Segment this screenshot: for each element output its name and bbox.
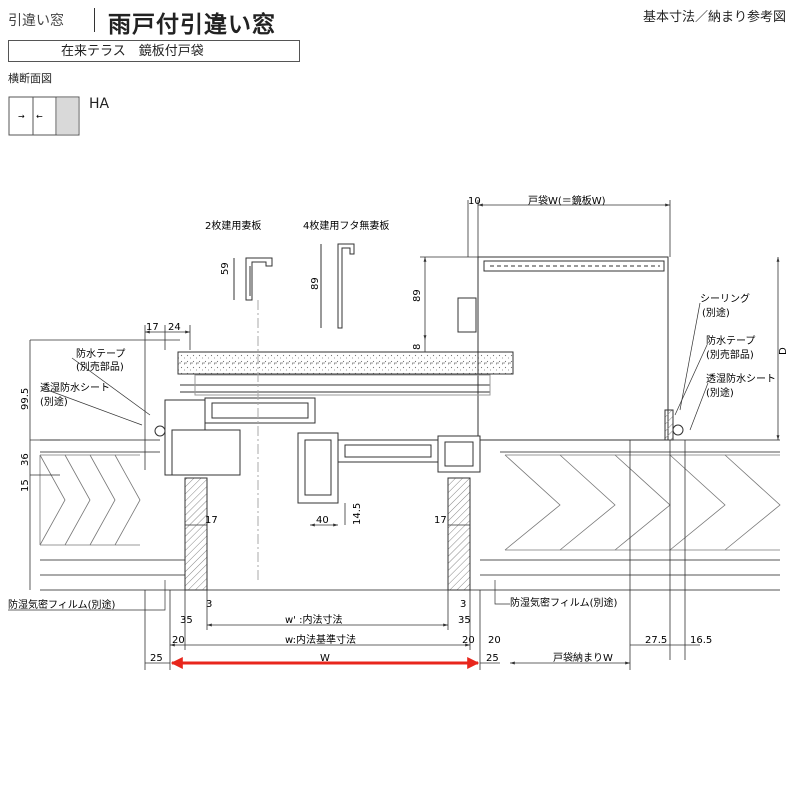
dim-14-5: 14.5 xyxy=(352,503,363,525)
callout-r-moisture-sheet-1: 透湿防水シート xyxy=(706,372,776,385)
dim-15: 15 xyxy=(20,479,31,492)
dim-59: 59 xyxy=(220,262,231,275)
header-separator xyxy=(94,8,95,32)
callout-airtight-film-left: 防湿気密フィルム(別途) xyxy=(8,598,116,611)
callout-sealing-2: (別途) xyxy=(702,306,730,319)
callout-waterproof-tape-2: (別売部品) xyxy=(76,360,124,373)
dim-27-5: 27.5 xyxy=(645,635,667,646)
dim-20-mid: 20 xyxy=(462,635,475,646)
seal-left xyxy=(154,425,166,437)
dim-17-right: 17 xyxy=(434,515,447,526)
dim-35-left: 35 xyxy=(180,615,193,626)
dim-10: 10 xyxy=(468,196,481,207)
svg-text:→: → xyxy=(18,112,25,121)
tobukuro-w-label: 戸袋W(＝鏡板W) xyxy=(528,194,606,207)
callout-leaders xyxy=(8,302,709,611)
inset-label-4: 4枚建用フタ無妻板 xyxy=(303,219,389,232)
dim-20-right: 20 xyxy=(488,635,501,646)
inset-panel-2 xyxy=(233,257,273,301)
dim-17-top: 17 xyxy=(146,322,159,333)
callout-r-waterproof-tape-2: (別売部品) xyxy=(706,348,754,361)
dim-40: 40 xyxy=(316,515,329,526)
dim-99-5: 99.5 xyxy=(20,388,31,410)
section-label: 横断面図 xyxy=(8,72,52,85)
shutter-box xyxy=(457,256,674,441)
dim-35-right: 35 xyxy=(458,615,471,626)
callout-airtight-film-right: 防湿気密フィルム(別途) xyxy=(510,596,618,609)
inset-label-2: 2枚建用妻板 xyxy=(205,219,261,232)
callout-moisture-sheet-1: 透湿防水シート xyxy=(40,381,110,394)
dim-D: D xyxy=(778,347,789,355)
inset-panel-4 xyxy=(320,243,355,329)
dim-25-right: 25 xyxy=(486,653,499,664)
dim-w-prime: w' :内法寸法 xyxy=(285,613,342,626)
drawing-type-label: 基本寸法／納まり参考図 xyxy=(642,10,786,25)
callout-waterproof-tape-1: 防水テープ xyxy=(76,347,125,360)
dim-89-inset: 89 xyxy=(310,277,321,290)
dim-W: W xyxy=(320,653,330,664)
dim-3-right: 3 xyxy=(460,599,466,610)
dim-20-left: 20 xyxy=(172,635,185,646)
callout-r-waterproof-tape-1: 防水テープ xyxy=(706,334,755,347)
window-frame xyxy=(164,374,491,504)
callout-r-moisture-sheet-2: (別途) xyxy=(706,386,734,399)
dim-89: 89 xyxy=(412,289,423,302)
insulation-right xyxy=(504,454,781,551)
dimension-lines xyxy=(29,200,780,670)
dim-36: 36 xyxy=(20,453,31,466)
seal-right xyxy=(672,424,684,436)
category-label: 引違い窓 xyxy=(8,13,64,29)
dim-16-5: 16.5 xyxy=(690,635,712,646)
subtitle-bar: 在来テラス 鏡板付戸袋 xyxy=(8,40,300,62)
insulation-left xyxy=(39,454,141,546)
dim-17-left: 17 xyxy=(205,515,218,526)
dim-w-base: w:内法基準寸法 xyxy=(285,633,356,646)
page-title: 雨戸付引違い窓 xyxy=(108,12,276,38)
callout-moisture-sheet-2: (別途) xyxy=(40,395,68,408)
callout-sealing-1: シーリング xyxy=(700,292,750,305)
dim-24: 24 xyxy=(168,322,181,333)
left-post xyxy=(184,477,208,591)
dim-25-left: 25 xyxy=(150,653,163,664)
dim-8: 8 xyxy=(412,344,423,350)
right-post xyxy=(447,477,471,591)
type-code: HA xyxy=(89,96,110,112)
tobukuro-osamari-label: 戸袋納まりW xyxy=(553,651,613,664)
dim-3-left: 3 xyxy=(206,599,212,610)
svg-text:←: ← xyxy=(36,112,43,121)
window-type-icon: → ← xyxy=(8,96,80,136)
